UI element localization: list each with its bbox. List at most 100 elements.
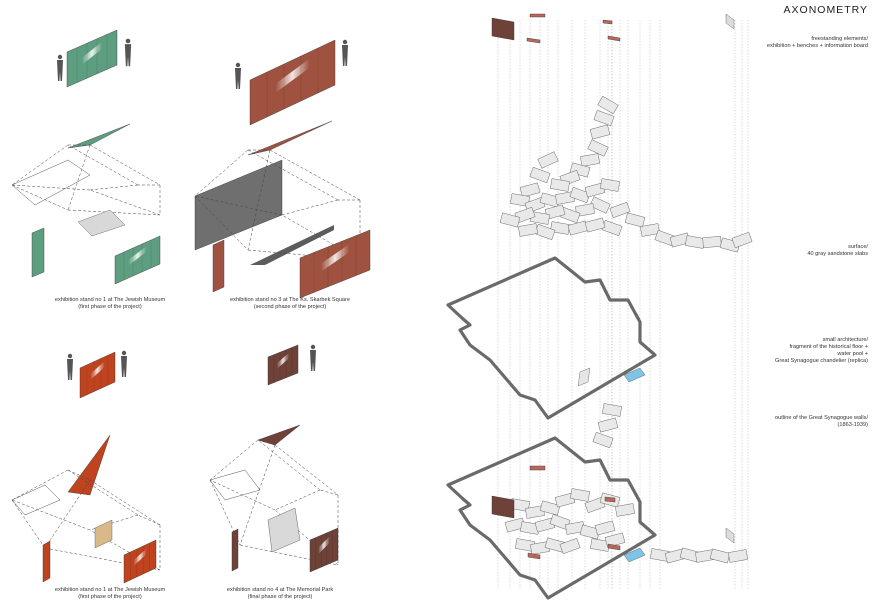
- surface-slab: [601, 219, 623, 237]
- stand-3-wall-sheen: [275, 58, 310, 93]
- stand-4-glass-room: [209, 469, 261, 501]
- layer-caption-small-architecture-line2: fragment of the historical floor +: [789, 344, 868, 350]
- stand-4-frame-edge: [209, 479, 241, 546]
- lower-bench-1: [529, 465, 546, 471]
- stand-1-roof: [67, 123, 131, 149]
- stand-1-frame-edge: [11, 184, 69, 211]
- lower-bench-2: [527, 552, 541, 560]
- historical-floor-fragment: [577, 367, 591, 387]
- freestanding-bench-1: [529, 13, 546, 18]
- stand-3-frame-edge: [281, 199, 339, 216]
- stand-4-drawing: [209, 344, 339, 573]
- stand-4-wall: [267, 344, 299, 386]
- stand-1-front-wall: [114, 235, 161, 285]
- stand-4-frame-edge: [274, 509, 339, 566]
- water-pool: [623, 367, 646, 383]
- stand-1b-wall: [79, 351, 116, 399]
- stand-1b-figure-right: [121, 350, 127, 377]
- layer-caption-small-architecture: small architecture/ fragment of the hist…: [668, 337, 868, 365]
- lower-slab: [592, 431, 614, 449]
- lower-water-pool: [623, 547, 646, 563]
- stand-3-front-wall-sheen: [321, 244, 349, 272]
- surface-slab: [587, 139, 609, 157]
- lower-bench-3: [604, 496, 616, 503]
- stand-4-chandelier-frame: [267, 507, 301, 553]
- freestanding-info-board: [491, 17, 515, 41]
- lower-slab: [539, 500, 561, 516]
- stand-4-side-panel: [231, 528, 239, 572]
- surface-slab: [518, 223, 538, 237]
- surface-slab: [589, 196, 611, 214]
- stand-3-wall-face: [249, 39, 336, 126]
- stand-1b-figure-left-head: [67, 353, 73, 359]
- lower-slab: [604, 532, 626, 548]
- lower-slab: [615, 503, 635, 517]
- stand-4-frame-edge: [239, 444, 276, 546]
- stand-3-figure-left: [235, 62, 241, 89]
- stand-3-figure-right-head: [342, 39, 348, 45]
- stand-1-figure-right-body: [124, 44, 132, 67]
- layer-caption-freestanding-line1: freestanding elements/: [811, 36, 868, 42]
- stand-caption-2: exhibition stand no 3 at The Ks. Skarbek…: [195, 297, 385, 311]
- stand-1-frame-edge: [11, 184, 91, 191]
- layer-caption-surface-line2: 40 gray sandstone slabs: [807, 251, 868, 257]
- stand-3-wall: [249, 39, 336, 126]
- surface-slab: [537, 151, 559, 169]
- stand-1b-frame-edge: [67, 469, 91, 481]
- surface-slab: [624, 212, 646, 228]
- surface-slab: [597, 95, 619, 115]
- stand-3-frame-edge: [247, 149, 339, 201]
- surface-slab: [640, 223, 660, 237]
- stand-4-wall-face: [267, 344, 299, 386]
- stand-1-frame-edge: [67, 144, 91, 211]
- stand-1-figure-left: [57, 54, 63, 81]
- lower-slab: [728, 549, 748, 563]
- stand-3-frame-edge: [194, 149, 249, 197]
- layer-caption-walls-outline-line2: (1863-1939): [837, 422, 868, 428]
- layer-caption-surface-line1: surface/: [848, 244, 868, 250]
- freestanding-bench-4: [607, 35, 621, 42]
- stand-1b-frame-edge: [44, 479, 91, 549]
- stand-1-wall-sheen: [82, 41, 102, 65]
- stand-1b-figure-left-body: [67, 359, 73, 380]
- stand-1-frame-edge: [89, 144, 161, 186]
- walls-outline-layer: [446, 403, 748, 600]
- lower-slab: [594, 520, 616, 536]
- stand-4-front-wall-face: [309, 527, 339, 573]
- stand-4-figure: [310, 344, 316, 371]
- lower-slab: [602, 403, 622, 417]
- stand-3-figure-right-body: [342, 45, 348, 66]
- layer-caption-small-architecture-line3: water pool +: [837, 351, 868, 357]
- stand-caption-3-line2: (first phase of the project): [78, 594, 142, 600]
- stand-3-figure-left-body: [235, 68, 241, 89]
- stand-1b-glass-room: [11, 484, 61, 516]
- lower-slab: [570, 488, 590, 502]
- lower-exhibition-panel: [725, 527, 735, 544]
- stand-3-frame-edge: [194, 195, 249, 251]
- stand-3-frame-edge: [269, 149, 361, 201]
- stand-1b-frame-edge: [67, 469, 139, 516]
- small-architecture-layer: [446, 256, 657, 420]
- stand-4-frame-edge: [239, 544, 339, 566]
- stand-1-drawing: [11, 29, 161, 285]
- stand-4-wall-sheen: [277, 352, 289, 369]
- synagogue-outline-lower: [446, 436, 657, 600]
- surface-slab: [731, 231, 753, 249]
- stand-1b-frame-edge: [11, 499, 91, 531]
- stand-1b-frame-edge: [89, 479, 161, 526]
- stand-1-front-wall-sheen: [128, 246, 147, 266]
- stand-caption-1-line1: exhibition stand no 1 at The Jewish Muse…: [54, 297, 166, 303]
- stand-1b-front-wall-face: [123, 539, 157, 584]
- stand-1b-wall-face: [79, 351, 116, 399]
- stand-1-wall-face: [66, 29, 118, 88]
- stand-4-frame-edge: [257, 439, 276, 446]
- axonometric-exploded-view: [446, 13, 753, 600]
- stand-3-frame: [194, 149, 361, 261]
- stand-1-figure-right-head: [125, 38, 131, 44]
- surface-slab: [702, 235, 722, 249]
- stand-caption-2-line1: exhibition stand no 3 at The Ks. Skarbek…: [230, 297, 350, 303]
- stand-1-figure-left-head: [57, 54, 63, 60]
- stand-4-frame-edge: [274, 444, 339, 496]
- stand-4-roof: [257, 424, 301, 446]
